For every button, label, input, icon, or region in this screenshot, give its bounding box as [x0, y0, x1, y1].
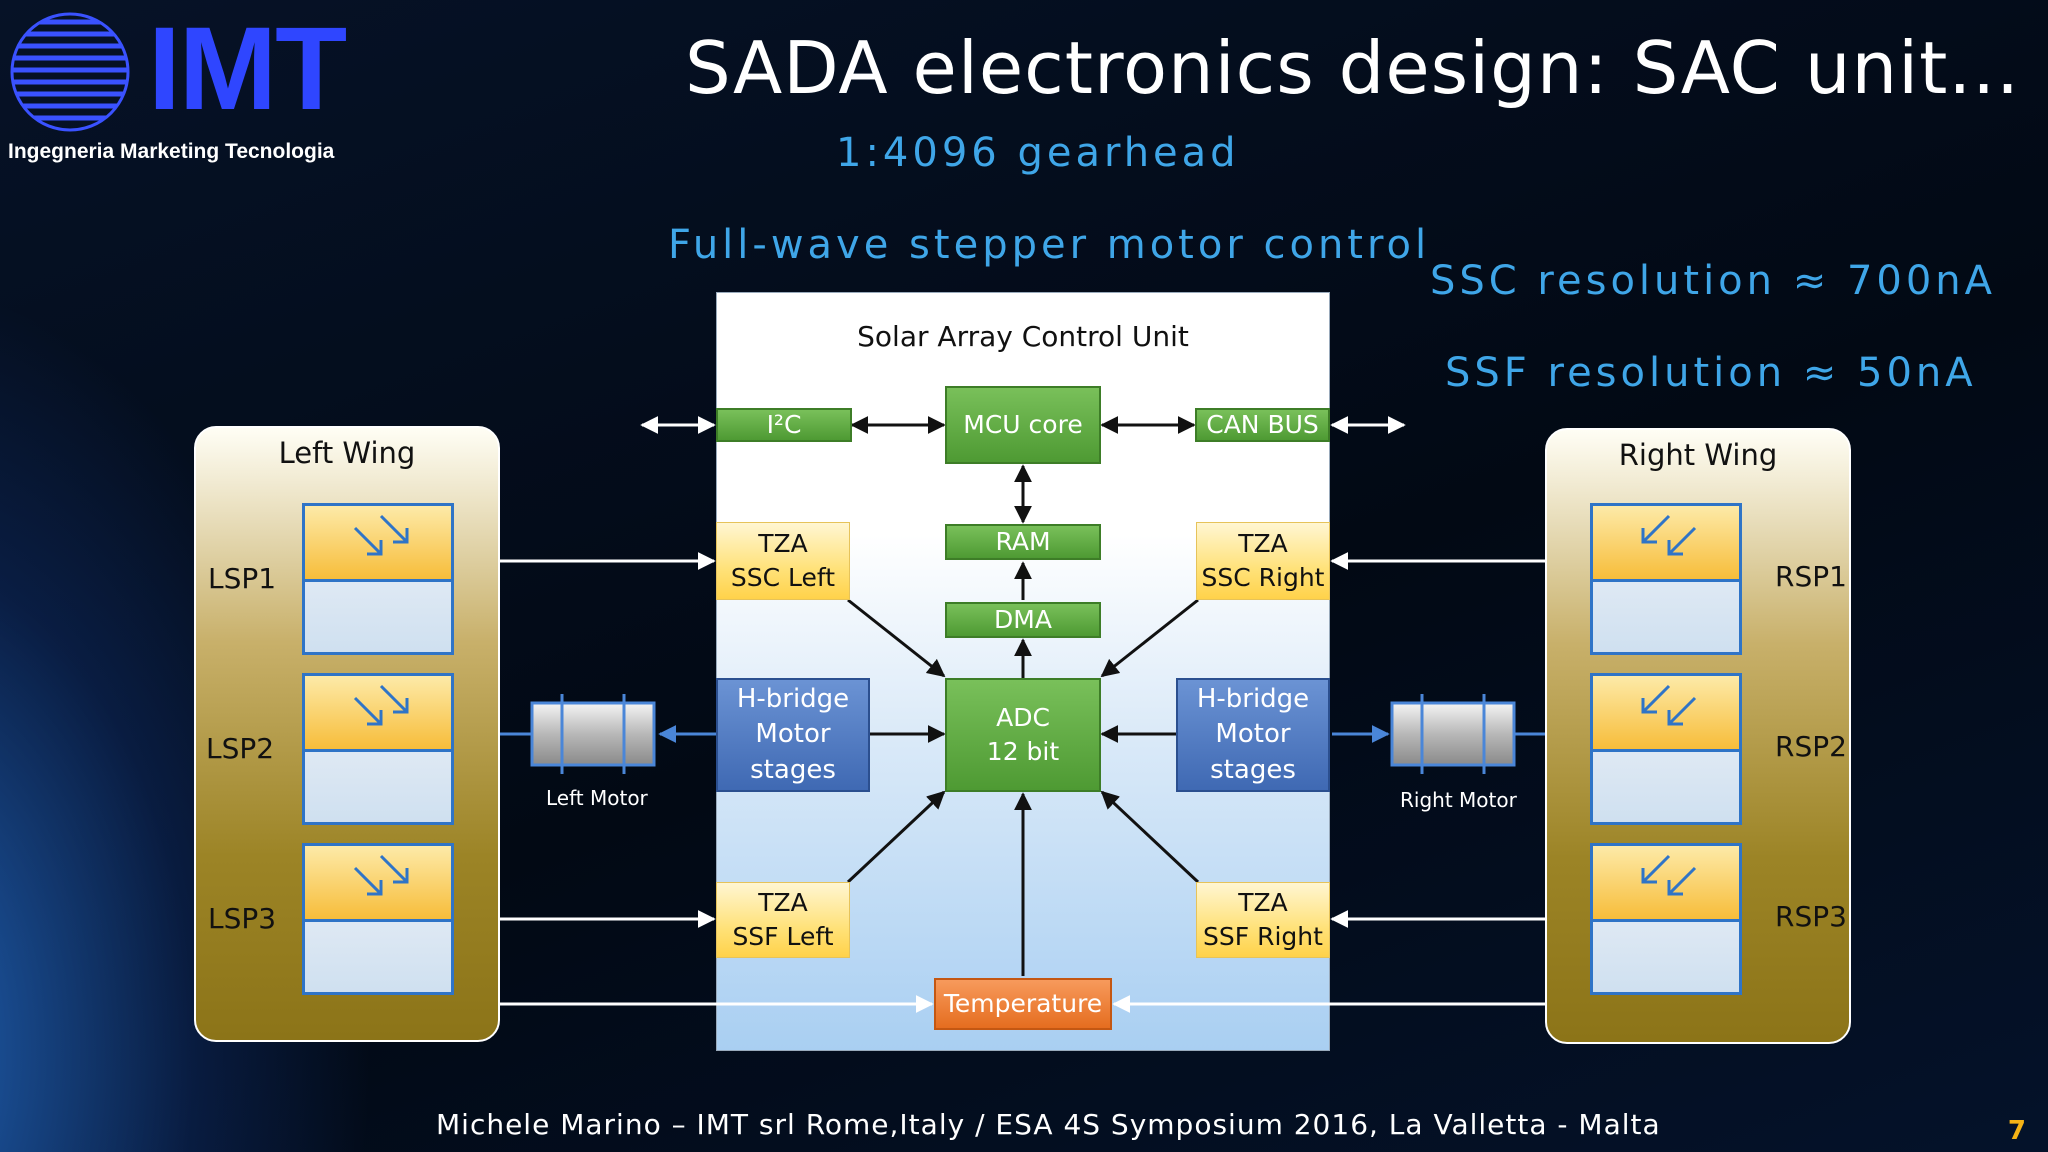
left-motor-label: Left Motor: [546, 786, 648, 810]
hbridge-right-stages-label: stages: [1210, 754, 1296, 785]
solar-panel-rsp3: [1590, 843, 1742, 995]
hbridge-left-label: H-bridge: [736, 684, 850, 715]
logo-subtitle: Ingegneria Marketing Tecnologia: [8, 140, 335, 163]
gearhead-note: 1:4096 gearhead: [836, 130, 1240, 176]
hbridge-left-motor-label: Motor: [755, 719, 831, 750]
hbridge-left-block: H-bridge Motor stages: [716, 678, 870, 792]
ram-block: RAM: [945, 524, 1101, 560]
hbridge-right-block: H-bridge Motor stages: [1176, 678, 1330, 792]
globe-logo-icon: [10, 12, 130, 132]
adc-block: ADC 12 bit: [945, 678, 1101, 792]
panel-label-rsp3: RSP3: [1775, 900, 1847, 933]
can-bus-block: CAN BUS: [1195, 408, 1330, 442]
tza-ssc-left-sublabel: SSC Left: [730, 563, 836, 592]
temperature-block: Temperature: [934, 978, 1112, 1030]
ssf-resolution-note: SSF resolution ≈ 50nA: [1445, 350, 1977, 396]
tza-ssf-right-label: TZA: [1238, 888, 1288, 918]
adc-label: ADC: [996, 703, 1050, 733]
solar-panel-rsp1: [1590, 503, 1742, 655]
solar-panel-lsp2: [302, 673, 454, 825]
logo-text: IMT: [148, 3, 347, 135]
page-number: 7: [2007, 1116, 2026, 1146]
control-note: Full-wave stepper motor control: [668, 222, 1431, 268]
dma-block: DMA: [945, 602, 1101, 638]
left-wing-title: Left Wing: [278, 436, 416, 470]
tza-ssc-right-label: TZA: [1238, 529, 1288, 559]
sun-arrows-icon: [353, 514, 409, 556]
hbridge-right-label: H-bridge: [1196, 684, 1310, 715]
tza-ssc-right-block: TZA SSC Right: [1196, 522, 1330, 600]
hbridge-right-motor-label: Motor: [1215, 719, 1291, 750]
tza-ssc-right-sublabel: SSC Right: [1201, 563, 1325, 592]
tza-ssf-left-sublabel: SSF Left: [732, 922, 834, 951]
sun-arrows-icon: [1641, 514, 1697, 556]
tza-ssf-right-block: TZA SSF Right: [1196, 882, 1330, 958]
hbridge-left-stages-label: stages: [750, 754, 836, 785]
right-motor-label: Right Motor: [1400, 788, 1517, 812]
sun-arrows-icon: [1641, 684, 1697, 726]
i2c-block: I²C: [716, 408, 852, 442]
right-wing-title: Right Wing: [1618, 438, 1778, 472]
tza-ssf-right-sublabel: SSF Right: [1203, 922, 1323, 951]
panel-label-lsp1: LSP1: [208, 562, 277, 595]
unit-title: Solar Array Control Unit: [857, 320, 1189, 353]
sun-arrows-icon: [353, 684, 409, 726]
panel-label-rsp2: RSP2: [1775, 730, 1847, 763]
tza-ssc-left-block: TZA SSC Left: [716, 522, 850, 600]
adc-bits-label: 12 bit: [986, 737, 1060, 766]
mcu-core-block: MCU core: [945, 386, 1101, 464]
solar-panel-rsp2: [1590, 673, 1742, 825]
tza-ssf-left-label: TZA: [758, 888, 808, 918]
footer-credit: Michele Marino – IMT srl Rome,Italy / ES…: [436, 1108, 1661, 1141]
solar-panel-lsp3: [302, 843, 454, 995]
slide-title: SADA electronics design: SAC unit...: [684, 26, 2020, 110]
solar-panel-lsp1: [302, 503, 454, 655]
ssc-resolution-note: SSC resolution ≈ 700nA: [1430, 258, 1997, 304]
sun-arrows-icon: [1641, 854, 1697, 896]
left-motor-icon: [530, 694, 656, 774]
panel-label-lsp3: LSP3: [208, 902, 277, 935]
tza-ssf-left-block: TZA SSF Left: [716, 882, 850, 958]
panel-label-lsp2: LSP2: [206, 732, 275, 765]
right-motor-icon: [1390, 694, 1516, 774]
sun-arrows-icon: [353, 854, 409, 896]
tza-ssc-left-label: TZA: [758, 529, 808, 559]
panel-label-rsp1: RSP1: [1775, 560, 1847, 593]
